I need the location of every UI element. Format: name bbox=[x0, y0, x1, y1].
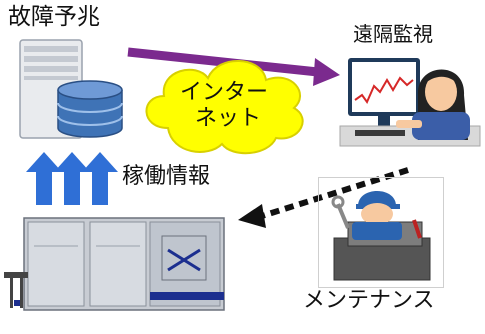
maintenance-worker-icon bbox=[331, 191, 431, 281]
upload-arrows-icon bbox=[26, 152, 118, 205]
remote-monitoring-label: 遠隔監視 bbox=[353, 22, 433, 46]
database-icon bbox=[57, 80, 123, 138]
maintenance-illustration-frame bbox=[318, 177, 444, 288]
failure-prediction-label: 故障予兆 bbox=[8, 4, 100, 30]
maintenance-label: メンテナンス bbox=[303, 288, 435, 313]
internet-cloud-icon bbox=[145, 60, 304, 155]
cloud-text-line1: インター bbox=[180, 80, 269, 105]
production-machine-icon bbox=[4, 217, 225, 311]
data-flow-arrow bbox=[127, 47, 340, 86]
maintenance-dispatch-arrow bbox=[238, 167, 409, 228]
cloud-text-line2: ネット bbox=[195, 106, 262, 131]
monitoring-operator-icon bbox=[339, 58, 481, 147]
operation-info-label: 稼働情報 bbox=[122, 164, 211, 189]
